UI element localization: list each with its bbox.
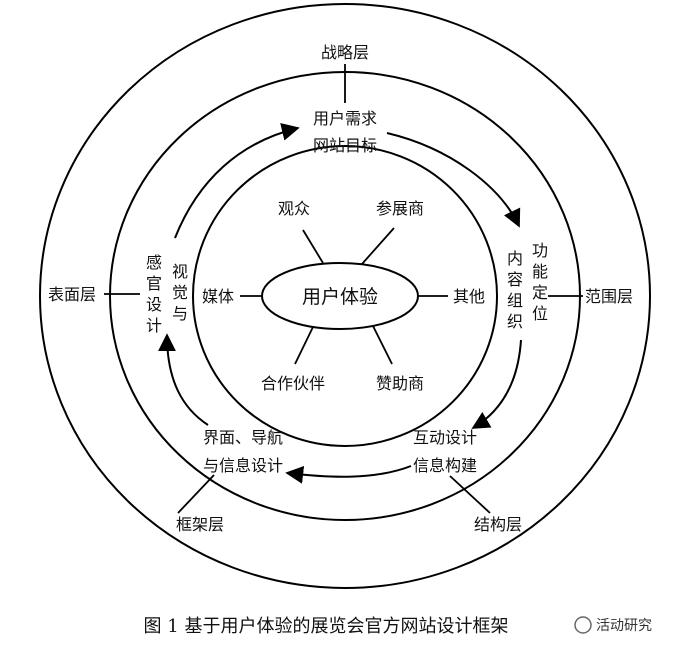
interface-navigation-label: 界面、导航	[203, 428, 283, 447]
stakeholder-audience: 观众	[278, 199, 310, 218]
layer-strategy-label: 战略层	[321, 43, 369, 62]
arrow-top	[174, 123, 300, 239]
function-positioning-label: 功能定位	[532, 241, 548, 323]
figure-caption: 图 1 基于用户体验的展览会官方网站设计框架	[144, 616, 509, 637]
watermark: 活动研究	[574, 616, 652, 634]
arrow-bottom	[285, 465, 412, 484]
wechat-icon	[574, 616, 592, 634]
spoke-audience	[302, 229, 324, 264]
arrow-left	[158, 333, 209, 426]
spoke-sponsors	[372, 325, 393, 365]
layer-structure-label: 结构层	[474, 515, 522, 534]
information-architecture-label: 信息构建	[413, 456, 477, 475]
visual-and-label: 视觉与	[172, 262, 188, 323]
content-organization-label: 内容组织	[507, 249, 523, 331]
arrow-lower-right	[471, 339, 522, 429]
layer-surface-label: 表面层	[48, 285, 96, 304]
connector-structure	[449, 475, 491, 514]
arrow-right	[386, 132, 521, 228]
user-experience-label: 用户体验	[302, 286, 378, 308]
stakeholder-media: 媒体	[202, 287, 234, 306]
layer-scope-label: 范围层	[585, 287, 633, 306]
stakeholder-exhibitors: 参展商	[376, 199, 424, 218]
sensory-design-label: 感官设计	[146, 253, 162, 335]
spoke-partners	[294, 326, 314, 365]
stakeholder-sponsors: 赞助商	[376, 374, 424, 393]
stakeholder-partners: 合作伙伴	[261, 374, 325, 393]
information-design-label: 与信息设计	[203, 456, 283, 475]
watermark-text: 活动研究	[596, 618, 652, 634]
inner-circle	[192, 145, 498, 447]
outer-circle	[39, 3, 651, 589]
user-needs-label: 用户需求	[313, 109, 377, 128]
layer-skeleton-label: 框架层	[176, 515, 224, 534]
stakeholder-other: 其他	[453, 287, 485, 306]
site-goals-label: 网站目标	[313, 136, 377, 155]
connector-skeleton	[177, 474, 215, 514]
interaction-design-label: 互动设计	[413, 428, 477, 447]
spoke-exhibitors	[361, 227, 395, 265]
